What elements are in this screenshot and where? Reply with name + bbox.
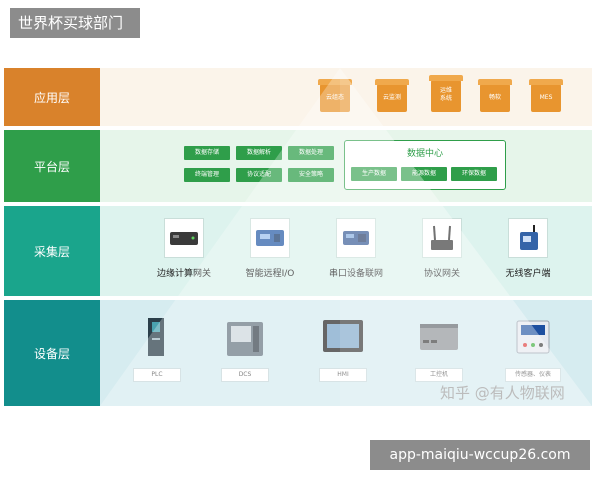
data-center-title: 数据中心 [406, 149, 443, 159]
platform-btn-terminal-mgmt: 终端管理 [184, 168, 230, 182]
data-center-environment: 环保数据 [451, 167, 497, 181]
data-center: 数据中心 生产数据 能源数据 环保数据 [344, 140, 506, 190]
app-box-cloud-config: 云组态 [318, 79, 352, 112]
industrial-pc-icon [414, 316, 464, 358]
platform-btn-security-policy: 安全策略 [288, 168, 334, 182]
platform-btn-protocol-adapt: 协议适配 [236, 168, 282, 182]
device-item-ipc: 工控机 [404, 316, 474, 382]
layer-platform: 平台层 数据存储 数据解析 数据处理 终端管理 协议适配 安全策略 数据中心 生… [4, 130, 592, 202]
device-item-dcs: DCS [210, 316, 280, 382]
app-row: 云组态 云监测 运维 系统 畅软 MES [205, 75, 565, 118]
layer-label-collection: 采集层 [4, 206, 100, 296]
app-box-cloud-monitor: 云监测 [375, 79, 409, 112]
collection-item-edge-gateway: 边缘计算网关 [144, 218, 224, 279]
device-tag-ipc: 工控机 [415, 368, 463, 382]
wireless-client-icon [508, 218, 548, 258]
remote-io-icon [250, 218, 290, 258]
app-box-ops-system: 运维 系统 [429, 75, 463, 112]
layer-body-application: 云组态 云监测 运维 系统 畅软 MES [100, 68, 592, 126]
architecture-diagram: 应用层 云组态 云监测 运维 系统 畅软 MES 平台层 数据存储 数据解析 数… [4, 68, 592, 406]
layer-collection: 采集层 边缘计算网关 智能远程I/O 串口设备联网 [4, 206, 592, 296]
platform-btn-data-processing: 数据处理 [288, 146, 334, 160]
top-badge: 世界杯买球部门 [10, 8, 140, 38]
collection-item-remote-io: 智能远程I/O [230, 218, 310, 279]
collection-item-wireless-client: 无线客户端 [488, 218, 568, 279]
bottom-badge: app-maiqiu-wccup26.com [370, 440, 590, 470]
device-tag-hmi: HMI [319, 368, 367, 382]
app-box-mes: MES [529, 79, 563, 112]
platform-btn-data-storage: 数据存储 [184, 146, 230, 160]
layer-label-platform: 平台层 [4, 130, 100, 202]
layer-application: 应用层 云组态 云监测 运维 系统 畅软 MES [4, 68, 592, 126]
layer-device: 设备层 PLC DCS HMI [4, 300, 592, 406]
device-item-plc: PLC [122, 316, 192, 382]
app-box-changruan: 畅软 [478, 79, 512, 112]
layer-body-collection: 边缘计算网关 智能远程I/O 串口设备联网 协议网关 [100, 206, 592, 296]
watermark: 知乎 @有人物联网 [440, 384, 565, 402]
device-tag-sensor: 传感器、仪表 [505, 368, 561, 382]
plc-icon [132, 316, 182, 358]
collection-item-protocol-gateway: 协议网关 [402, 218, 482, 279]
layer-body-device: PLC DCS HMI 工控机 [100, 300, 592, 406]
protocol-gateway-icon [422, 218, 462, 258]
collection-item-serial-server: 串口设备联网 [316, 218, 396, 279]
collection-label-remote-io: 智能远程I/O [245, 269, 295, 279]
edge-gateway-icon [164, 218, 204, 258]
hmi-icon [318, 316, 368, 358]
data-center-production: 生产数据 [351, 167, 397, 181]
device-tag-dcs: DCS [221, 368, 269, 382]
device-item-hmi: HMI [308, 316, 378, 382]
layer-label-application: 应用层 [4, 68, 100, 126]
collection-label-serial-server: 串口设备联网 [328, 269, 383, 279]
layer-body-platform: 数据存储 数据解析 数据处理 终端管理 协议适配 安全策略 数据中心 生产数据 … [100, 130, 592, 202]
device-tag-plc: PLC [133, 368, 181, 382]
collection-label-wireless-client: 无线客户端 [505, 269, 551, 279]
sensor-meter-icon [508, 316, 558, 358]
platform-btn-data-parsing: 数据解析 [236, 146, 282, 160]
collection-label-protocol-gateway: 协议网关 [423, 269, 460, 279]
collection-label-edge-gateway: 边缘计算网关 [156, 269, 211, 279]
dcs-icon [220, 316, 270, 358]
data-center-energy: 能源数据 [401, 167, 447, 181]
device-item-sensor: 传感器、仪表 [498, 316, 568, 382]
layer-label-device: 设备层 [4, 300, 100, 406]
serial-server-icon [336, 218, 376, 258]
